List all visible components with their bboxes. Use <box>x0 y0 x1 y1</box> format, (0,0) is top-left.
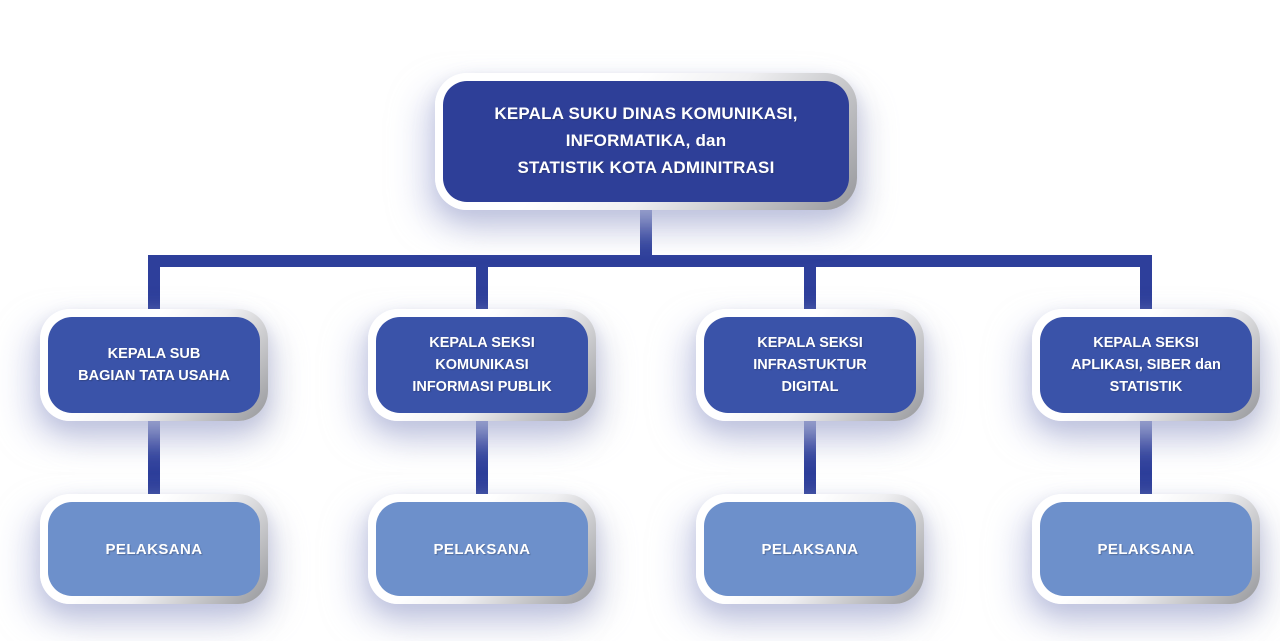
root-node-label-line: KEPALA SUKU DINAS KOMUNIKASI, <box>494 104 798 124</box>
staff-node-pelaksana-2: PELAKSANA <box>368 494 596 604</box>
manager-node-body: KEPALA SEKSI APLIKASI, SIBER dan STATIST… <box>1040 317 1252 413</box>
connector-branch-1-lower-stem <box>148 418 160 498</box>
manager-label-line: KEPALA SEKSI <box>429 334 535 351</box>
manager-label-line: APLIKASI, SIBER dan <box>1071 356 1221 373</box>
connector-branch-1-upper-stem <box>148 260 160 312</box>
manager-label-line: INFRASTUKTUR <box>753 356 867 373</box>
connector-horizontal-bar <box>148 255 1152 267</box>
root-node-body: KEPALA SUKU DINAS KOMUNIKASI, INFORMATIK… <box>443 81 849 202</box>
staff-node-body: PELAKSANA <box>376 502 588 596</box>
staff-label: PELAKSANA <box>761 540 859 558</box>
manager-label-line: KEPALA SEKSI <box>757 334 863 351</box>
staff-node-pelaksana-1: PELAKSANA <box>40 494 268 604</box>
manager-label-line: KEPALA SEKSI <box>1093 334 1199 351</box>
manager-node-body: KEPALA SUB BAGIAN TATA USAHA <box>48 317 260 413</box>
connector-branch-4-upper-stem <box>1140 260 1152 312</box>
manager-label-line: KOMUNIKASI <box>435 356 529 373</box>
manager-node-aplikasi-siber-statistik: KEPALA SEKSI APLIKASI, SIBER dan STATIST… <box>1032 309 1260 421</box>
root-node-label-line: INFORMATIKA, dan <box>565 131 727 151</box>
staff-node-body: PELAKSANA <box>704 502 916 596</box>
connector-root-stem <box>640 206 652 259</box>
staff-label: PELAKSANA <box>433 540 531 558</box>
staff-node-body: PELAKSANA <box>48 502 260 596</box>
connector-branch-3-upper-stem <box>804 260 816 312</box>
manager-label-line: STATISTIK <box>1109 379 1183 396</box>
manager-node-body: KEPALA SEKSI KOMUNIKASI INFORMASI PUBLIK <box>376 317 588 413</box>
manager-node-body: KEPALA SEKSI INFRASTUKTUR DIGITAL <box>704 317 916 413</box>
manager-node-komunikasi-informasi-publik: KEPALA SEKSI KOMUNIKASI INFORMASI PUBLIK <box>368 309 596 421</box>
staff-label: PELAKSANA <box>1097 540 1195 558</box>
connector-branch-4-lower-stem <box>1140 418 1152 498</box>
staff-node-body: PELAKSANA <box>1040 502 1252 596</box>
connector-branch-2-upper-stem <box>476 260 488 312</box>
root-node-label-line: STATISTIK KOTA ADMINITRASI <box>517 157 775 177</box>
connector-branch-2-lower-stem <box>476 418 488 498</box>
manager-node-infrastuktur-digital: KEPALA SEKSI INFRASTUKTUR DIGITAL <box>696 309 924 421</box>
manager-label-line: DIGITAL <box>781 379 839 396</box>
root-node: KEPALA SUKU DINAS KOMUNIKASI, INFORMATIK… <box>435 73 857 210</box>
manager-label-line: BAGIAN TATA USAHA <box>78 368 230 384</box>
manager-label-line: KEPALA SUB <box>107 345 201 362</box>
staff-label: PELAKSANA <box>105 540 203 558</box>
manager-label-line: INFORMASI PUBLIK <box>412 379 552 396</box>
staff-node-pelaksana-4: PELAKSANA <box>1032 494 1260 604</box>
manager-node-tata-usaha: KEPALA SUB BAGIAN TATA USAHA <box>40 309 268 421</box>
connector-branch-3-lower-stem <box>804 418 816 498</box>
staff-node-pelaksana-3: PELAKSANA <box>696 494 924 604</box>
